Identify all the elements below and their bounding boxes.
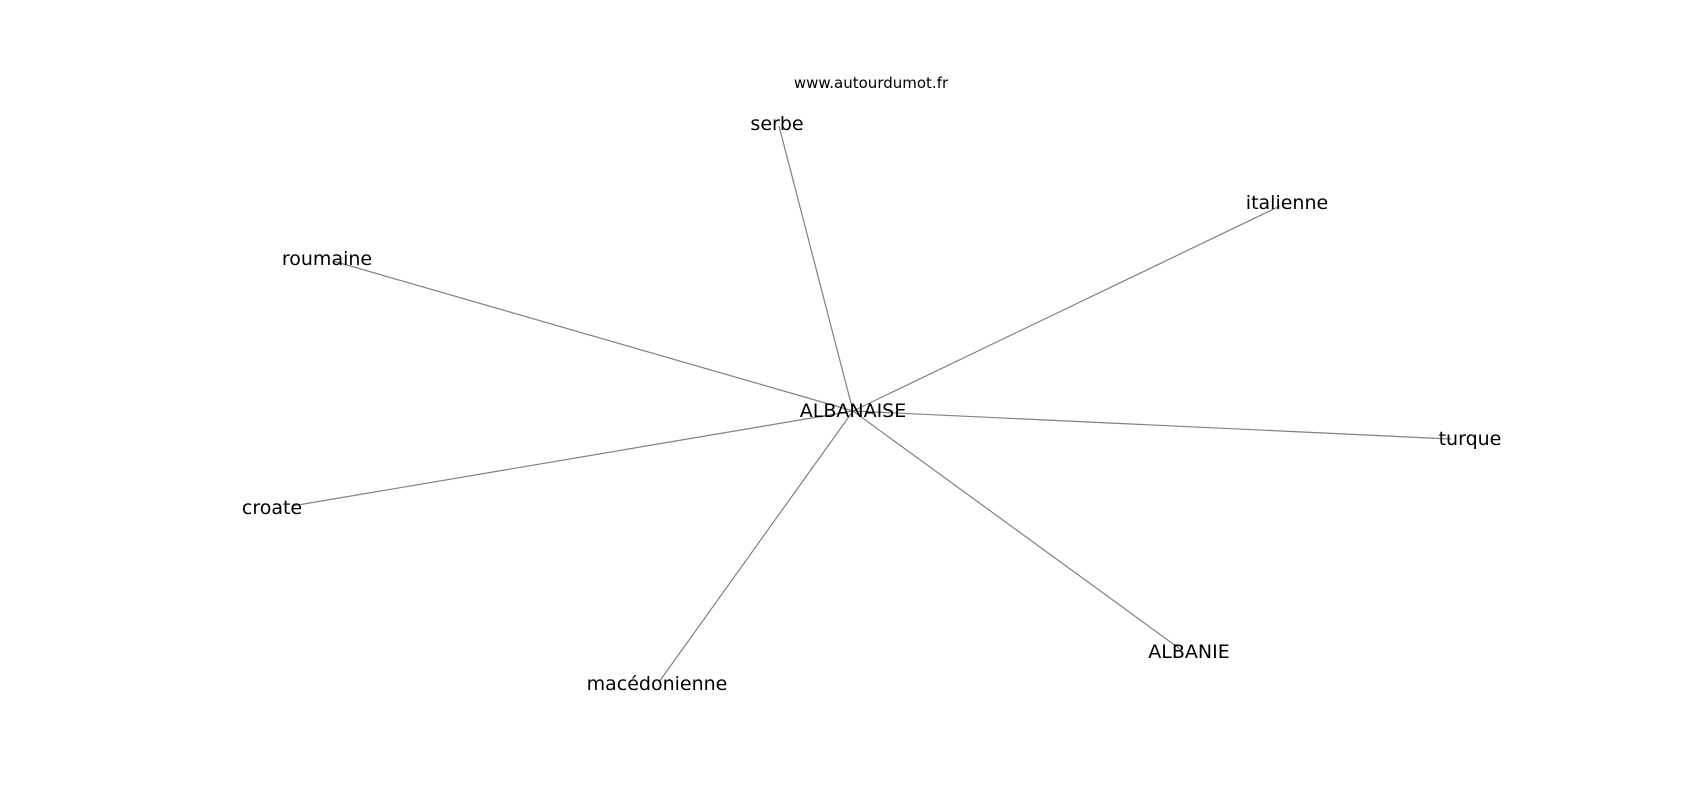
edge-albanaise-roumaine [332,260,854,412]
edge-albanaise-italienne [852,205,1281,412]
edge-albanaise-albanie [852,410,1181,650]
edge-albanaise-serbe [778,125,854,412]
edge-albanaise-croate [291,410,854,507]
node-label-turque[interactable]: turque [1439,428,1502,450]
edge-albanaise-turque [852,410,1452,440]
node-label-macedonienne[interactable]: macédonienne [587,673,728,695]
node-label-italienne[interactable]: italienne [1246,192,1328,214]
graph-node-labels: ALBANAISE serbe italienne roumaine turque cro… [242,113,1502,695]
node-label-croate[interactable]: croate [242,497,302,519]
watermark-text: www.autourdumot.fr [794,74,949,92]
center-node-label[interactable]: ALBANAISE [800,400,907,422]
edge-albanaise-macedonienne [658,410,854,683]
node-label-albanie[interactable]: ALBANIE [1148,641,1229,663]
node-label-roumaine[interactable]: roumaine [282,248,372,270]
graph-edges [291,125,1452,683]
node-label-serbe[interactable]: serbe [750,113,803,135]
